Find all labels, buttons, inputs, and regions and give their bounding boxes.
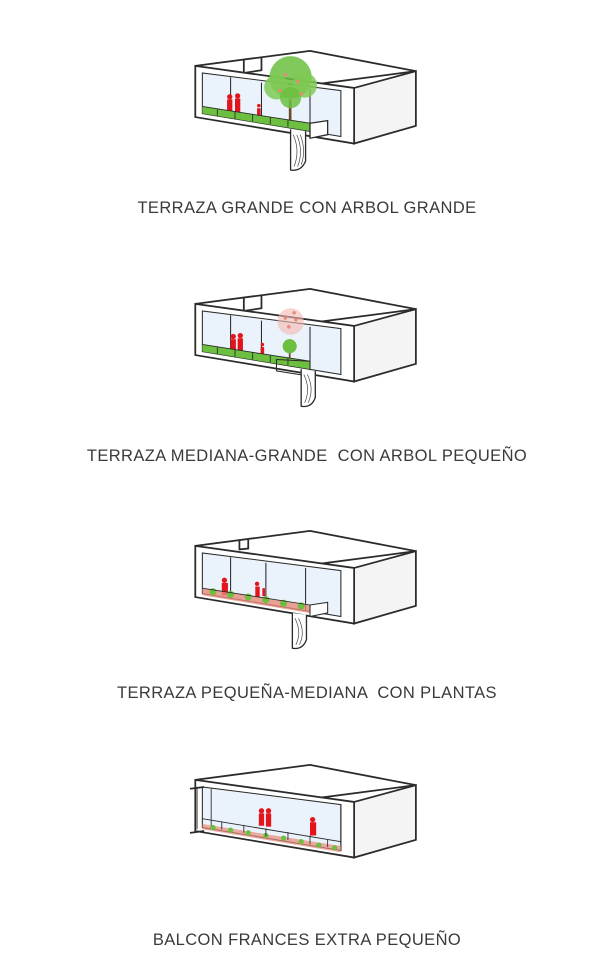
hanging-cable-element <box>289 129 307 171</box>
isometric-building-diagram-french-balcony <box>189 763 417 859</box>
isometric-building-diagram-small-medium-terrace <box>194 529 417 650</box>
small-tree <box>277 308 304 361</box>
caption-terraza-pequena-mediana: TERRAZA PEQUEÑA-MEDIANA CON PLANTAS <box>117 684 497 702</box>
hanging-cable-element <box>291 612 308 650</box>
people-figures <box>221 577 265 598</box>
caption-terraza-mediana-grande: TERRAZA MEDIANA-GRANDE CON ARBOL PEQUEÑO <box>86 447 528 465</box>
large-tree <box>264 56 318 126</box>
caption-terraza-grande: TERRAZA GRANDE CON ARBOL GRANDE <box>137 199 477 217</box>
people-figures <box>227 93 261 117</box>
isometric-building-diagram-large-terrace <box>194 49 417 171</box>
isometric-building-diagram-medium-large-terrace <box>194 287 417 408</box>
people-figures <box>230 333 265 356</box>
caption-balcon-frances: BALCON FRANCES EXTRA PEQUEÑO <box>152 931 462 949</box>
people-figures <box>258 808 317 836</box>
hanging-cable-element <box>300 369 316 408</box>
